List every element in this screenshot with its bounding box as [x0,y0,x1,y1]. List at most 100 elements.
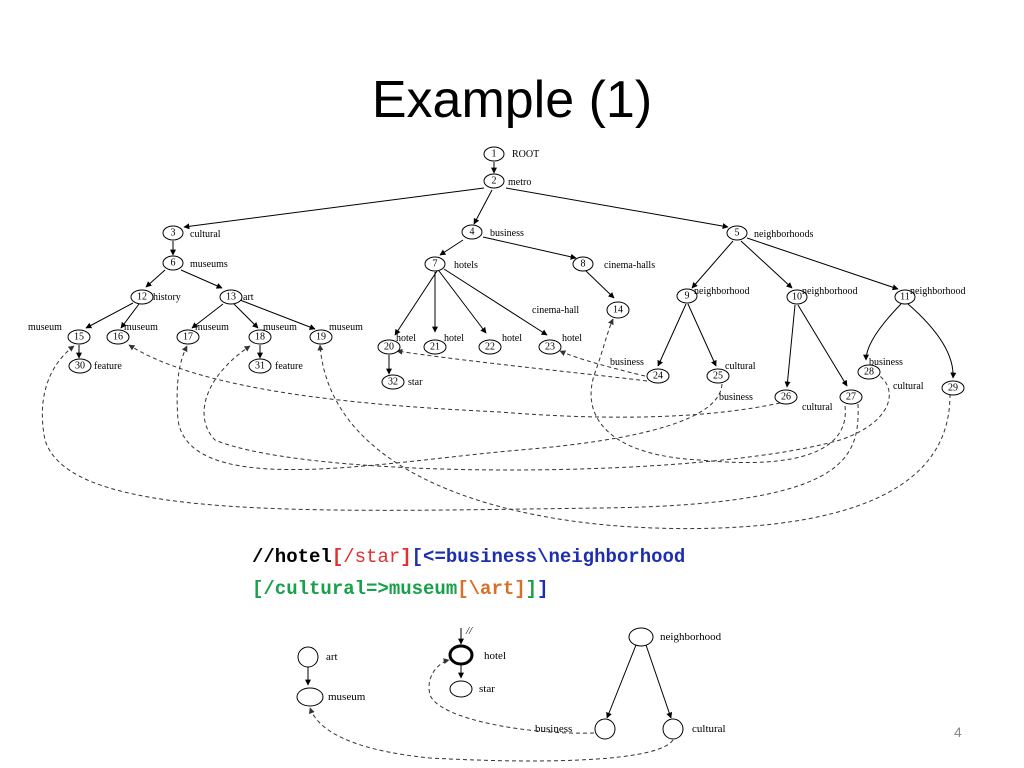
pattern-label-hotel: hotel [484,650,506,662]
node-15: 15 museum [28,322,91,345]
page-number: 4 [954,724,962,740]
svg-text:cinema-halls: cinema-halls [604,260,655,271]
svg-text:23: 23 [545,342,555,353]
query-pattern-graph: art museum // hotel star neighborhood bu… [296,625,726,762]
svg-text:6: 6 [171,258,176,269]
svg-text:neighborhood: neighborhood [802,286,858,297]
svg-text:29: 29 [948,383,958,394]
node-3: 3 cultural [162,225,221,241]
node-13: 13 art [219,289,254,305]
node-1: 1 ROOT [483,146,539,162]
node-4: 4 business [461,224,524,240]
pattern-label-neighborhood: neighborhood [660,631,722,643]
svg-text:ROOT: ROOT [512,149,539,160]
query-star: /star [343,546,401,568]
svg-text:cultural: cultural [190,229,221,240]
svg-text:10: 10 [792,292,802,303]
svg-text:31: 31 [255,361,265,372]
pattern-descendant-marker: // [465,625,473,637]
node-24: 24 business [610,357,670,384]
svg-text:16: 16 [113,332,123,343]
svg-text:neighborhoods: neighborhoods [754,229,814,240]
node-27: 27 cultural [802,389,863,413]
node-21: 21 hotel [423,333,464,355]
svg-text:20: 20 [384,342,394,353]
svg-text:14: 14 [613,305,623,316]
svg-text:15: 15 [74,332,84,343]
svg-text:26: 26 [781,392,791,403]
pattern-label-cultural: cultural [692,723,726,735]
svg-text:1: 1 [492,149,497,160]
svg-text:30: 30 [75,361,85,372]
svg-text:27: 27 [846,392,856,403]
node-5: 5 neighborhoods [726,225,814,241]
svg-text:hotel: hotel [444,333,464,344]
svg-text:cultural: cultural [802,402,833,413]
svg-text:hotels: hotels [454,260,478,271]
svg-text:17: 17 [183,332,193,343]
svg-text:5: 5 [735,228,740,239]
svg-text:24: 24 [653,371,663,382]
query-hotel: //hotel [252,546,332,568]
svg-text:7: 7 [433,259,438,270]
svg-text:hotel: hotel [396,333,416,344]
svg-text:business: business [490,228,524,239]
idref-edges [41,318,951,530]
query-business-neighborhood: [<=business\neighborhood [411,546,686,568]
node-6: 6 museums [162,255,228,271]
svg-text:21: 21 [430,342,440,353]
svg-text:feature: feature [275,361,303,372]
svg-text:3: 3 [171,228,176,239]
svg-text:32: 32 [388,377,398,388]
svg-text:hotel: hotel [562,333,582,344]
pattern-label-star: star [479,683,495,695]
svg-text:13: 13 [226,292,236,303]
svg-text:history: history [153,292,181,303]
svg-text:business: business [719,392,753,403]
xpath-query-line-1: //hotel[/star][<=business\neighborhood [252,546,686,568]
node-2: 2 metro [483,173,531,189]
query-art: [\art] [457,578,526,600]
svg-text:hotel: hotel [502,333,522,344]
pattern-label-art: art [326,651,338,663]
node-7: 7 hotels [424,256,478,272]
svg-text:art: art [243,292,254,303]
svg-text:museum: museum [28,322,62,333]
node-29: 29 cultural [893,380,965,396]
pattern-label-museum: museum [328,691,366,703]
node-26: 26 business [719,389,798,405]
svg-text:11: 11 [900,292,910,303]
svg-text:museum: museum [124,322,158,333]
svg-text:22: 22 [485,342,495,353]
svg-text:museum: museum [195,322,229,333]
svg-text:12: 12 [137,292,147,303]
svg-text:4: 4 [470,227,475,238]
svg-text:19: 19 [316,332,326,343]
svg-text:museums: museums [190,259,228,270]
svg-text:museum: museum [263,322,297,333]
pattern-label-business: business [535,723,572,735]
svg-text:star: star [408,377,423,388]
node-23: 23 hotel [538,333,582,355]
query-cultural-museum: [/cultural=>museum [252,578,458,600]
node-14: 14 cinema-hall [532,301,630,319]
svg-text:28: 28 [864,367,874,378]
svg-text:2: 2 [492,176,497,187]
svg-text:cinema-hall: cinema-hall [532,305,579,316]
svg-text:cultural: cultural [725,361,756,372]
svg-text:cultural: cultural [893,381,924,392]
svg-text:business: business [610,357,644,368]
svg-text:18: 18 [255,332,265,343]
svg-text:business: business [869,357,903,368]
svg-text:metro: metro [508,177,531,188]
svg-text:9: 9 [685,291,690,302]
